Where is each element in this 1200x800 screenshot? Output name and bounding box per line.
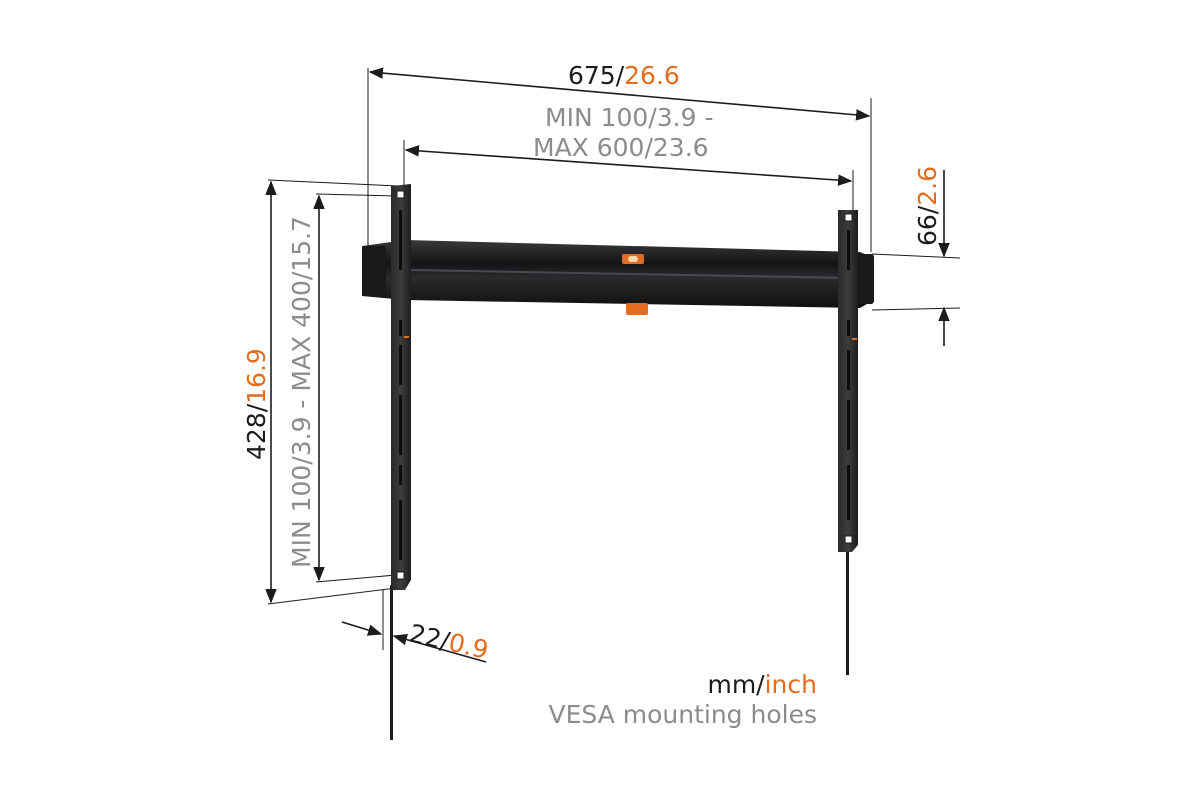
vesa-horizontal-label-line1: MIN 100/3.9 - — [545, 103, 713, 132]
right-wall-pin — [846, 540, 849, 675]
legend-units: mm/inch — [707, 670, 817, 700]
overall-width-arrow — [368, 67, 871, 121]
legend-mm: mm/ — [707, 670, 765, 699]
wall-bracket — [362, 184, 874, 740]
wall-distance-arrow-left — [341, 621, 383, 636]
vesa-horizontal-label-line2: MAX 600/23.6 — [533, 133, 709, 162]
dimension-arrows — [265, 67, 950, 663]
dimension-labels: 675/26.6 MIN 100/3.9 - MAX 600/23.6 428/… — [242, 61, 942, 665]
legend-inch: inch — [764, 670, 817, 699]
wall-distance-arrow-right — [392, 633, 487, 663]
right-vertical-rail — [838, 210, 858, 552]
bar-height-label: 66/2.6 — [913, 166, 942, 246]
wall-distance-label: 22/0.9 — [407, 619, 491, 665]
left-vertical-rail — [391, 184, 411, 590]
horizontal-bar — [362, 240, 874, 308]
vesa-horizontal-arrow — [404, 145, 853, 186]
overall-width-label: 675/26.6 — [568, 61, 680, 90]
vesa-vertical-label: MIN 100/3.9 - MAX 400/15.7 — [287, 216, 316, 568]
spirit-level-icon — [622, 254, 644, 264]
left-wall-pin — [390, 585, 393, 740]
orange-clip-icon — [626, 303, 648, 315]
legend-note: VESA mounting holes — [548, 700, 817, 729]
overall-height-label: 428/16.9 — [242, 348, 271, 460]
